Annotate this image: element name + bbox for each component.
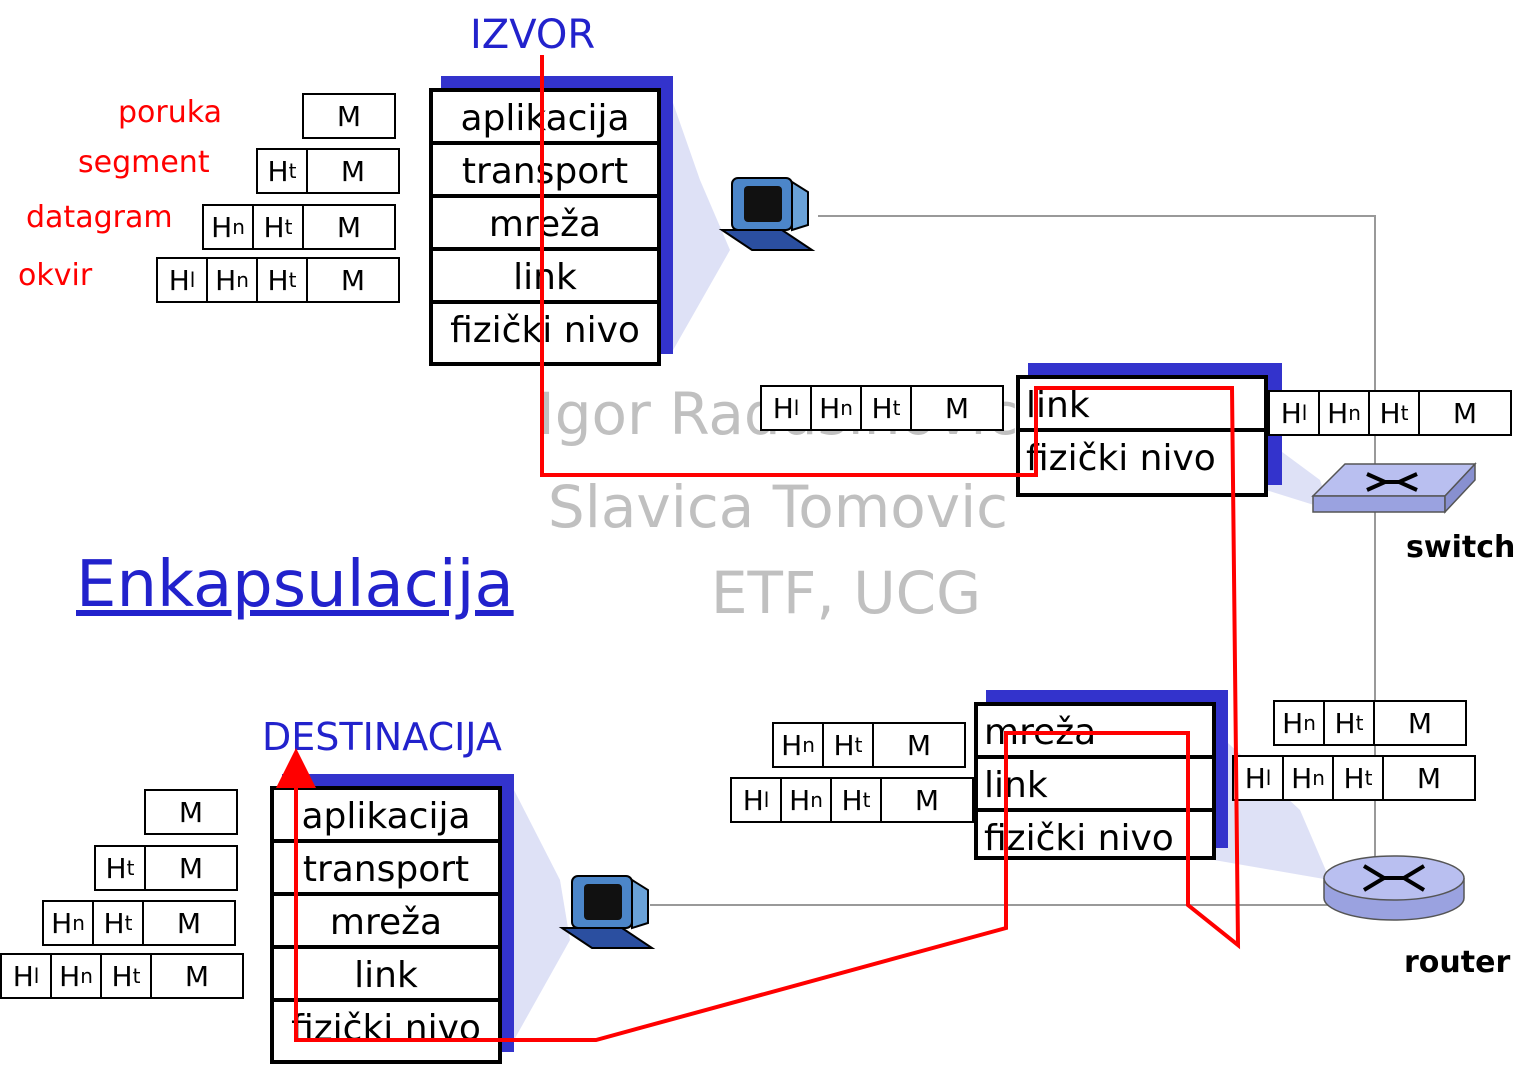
payload-cell: M xyxy=(176,906,202,940)
router-layer-physical: fizički nivo xyxy=(984,818,1174,859)
pdu-message-label: poruka xyxy=(118,95,222,130)
watermark-line-2: Slavica Tomovic xyxy=(547,473,1009,541)
router-layer-link: link xyxy=(978,759,1212,812)
source-computer-icon xyxy=(718,177,816,251)
payload-cell: M xyxy=(184,959,210,993)
payload-cell: M xyxy=(178,851,204,885)
dst-layer-physical: fizički nivo xyxy=(291,1008,481,1049)
switch-label: switch xyxy=(1406,530,1516,565)
source-label: IZVOR xyxy=(470,12,596,58)
src-packet-message: M xyxy=(302,93,396,139)
payload-cell: M xyxy=(340,154,366,188)
payload-cell: M xyxy=(336,99,362,133)
dst-packet-message: M xyxy=(144,789,238,835)
src-layer-link: link xyxy=(433,251,657,304)
dst-layer-link: link xyxy=(274,949,498,1002)
source-protocol-stack: aplikacija transport mreža link fizički … xyxy=(429,76,673,368)
router-label: router xyxy=(1404,945,1511,980)
destination-computer-icon xyxy=(558,875,656,949)
payload-cell: M xyxy=(906,728,932,762)
payload-cell: M xyxy=(944,391,970,425)
dst-layer-network: mreža xyxy=(274,896,498,949)
router-icon xyxy=(1323,855,1465,921)
payload-cell: M xyxy=(336,210,362,244)
switch-icon xyxy=(1311,462,1477,514)
payload-cell: M xyxy=(1407,706,1433,740)
payload-cell: M xyxy=(340,263,366,297)
payload-cell: M xyxy=(1452,396,1478,430)
switch-protocol-stack: link fizički nivo xyxy=(1016,363,1282,497)
src-layer-physical: fizički nivo xyxy=(450,310,640,351)
dst-layer-application: aplikacija xyxy=(274,790,498,843)
src-layer-application: aplikacija xyxy=(433,92,657,145)
src-layer-transport: transport xyxy=(433,145,657,198)
pdu-frame-label: okvir xyxy=(18,258,93,293)
payload-cell: M xyxy=(1416,761,1442,795)
payload-cell: M xyxy=(178,795,204,829)
pdu-segment-label: segment xyxy=(78,145,210,180)
page-title: Enkapsulacija xyxy=(76,548,514,622)
src-layer-network: mreža xyxy=(433,198,657,251)
pdu-datagram-label: datagram xyxy=(26,200,173,235)
payload-cell: M xyxy=(914,783,940,817)
dst-layer-transport: transport xyxy=(274,843,498,896)
switch-layer-physical: fizički nivo xyxy=(1026,438,1216,479)
watermark-line-3: ETF, UCG xyxy=(710,559,982,627)
destination-protocol-stack: aplikacija transport mreža link fizički … xyxy=(270,774,514,1066)
